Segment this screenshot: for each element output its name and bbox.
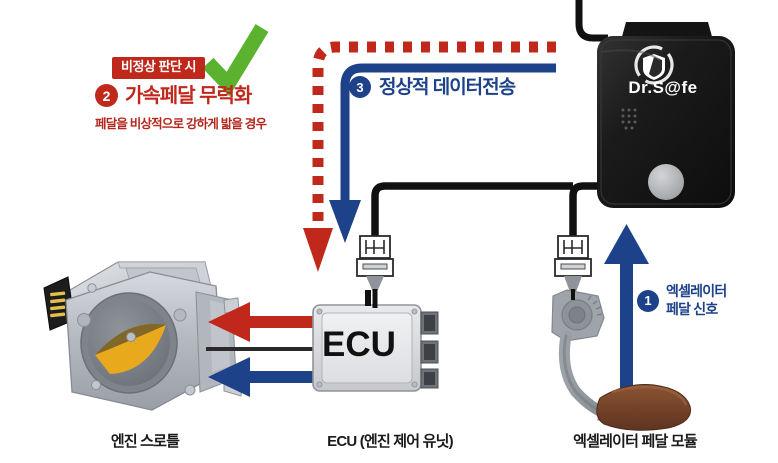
step-2-subtitle: 페달을 비상적으로 강하게 밟을 경우 xyxy=(95,117,267,131)
step-2-title: 가속페달 무력화 xyxy=(125,84,252,107)
connector-pedal xyxy=(554,235,592,315)
caption-pedal: 엑셀레이터 페달 모듈 xyxy=(573,433,698,450)
caption-ecu: ECU (엔진 제어 유닛) xyxy=(327,433,454,450)
blue-arrowhead xyxy=(329,200,361,243)
pedal-signal-arrow xyxy=(604,224,649,415)
connector-ecu xyxy=(356,235,394,308)
red-dashed-path xyxy=(303,41,556,272)
abnormal-badge: 비정상 판단 시 xyxy=(112,57,205,79)
step-1-heading: 1 엑셀레이터 페달 신호 xyxy=(637,283,727,318)
throttle-ecu-link xyxy=(206,302,319,397)
step-3-title: 정상적 데이터전송 xyxy=(379,76,516,98)
step-1-title: 엑셀레이터 페달 신호 xyxy=(666,283,727,318)
red-arrow-head xyxy=(208,302,250,342)
red-arrowhead xyxy=(303,228,333,272)
cable-main xyxy=(371,182,662,236)
step-1-number: 1 xyxy=(637,289,659,312)
ecu-unit-illustration xyxy=(312,290,439,392)
ecu-box-label: ECU xyxy=(322,325,396,364)
ecu-ports xyxy=(420,311,439,389)
blue-arrow-head xyxy=(208,357,250,397)
device-button xyxy=(648,164,684,200)
step-3-heading: 3 정상적 데이터전송 xyxy=(349,76,516,98)
caption-throttle: 엔진 스로틀 xyxy=(110,433,180,450)
blue-arrow-shaft xyxy=(247,371,319,383)
blue-data-path xyxy=(329,63,556,243)
device-brand-text: Dr.S@fe xyxy=(628,78,698,97)
step-2-heading: 2 가속페달 무력화 xyxy=(95,84,252,107)
drsafe-device-illustration xyxy=(597,22,735,208)
step-3-number: 3 xyxy=(349,76,371,98)
engine-throttle-illustration xyxy=(43,261,243,411)
accelerator-pedal-illustration xyxy=(551,289,692,431)
step-2-number: 2 xyxy=(95,84,118,107)
speaker-grille xyxy=(621,108,637,130)
step-1-title-line2: 페달 신호 xyxy=(666,300,718,317)
step-1-title-line1: 엑셀레이터 xyxy=(666,283,727,299)
device-top-cable xyxy=(575,0,608,42)
red-arrow-shaft xyxy=(247,316,319,328)
green-check-icon xyxy=(202,24,269,97)
